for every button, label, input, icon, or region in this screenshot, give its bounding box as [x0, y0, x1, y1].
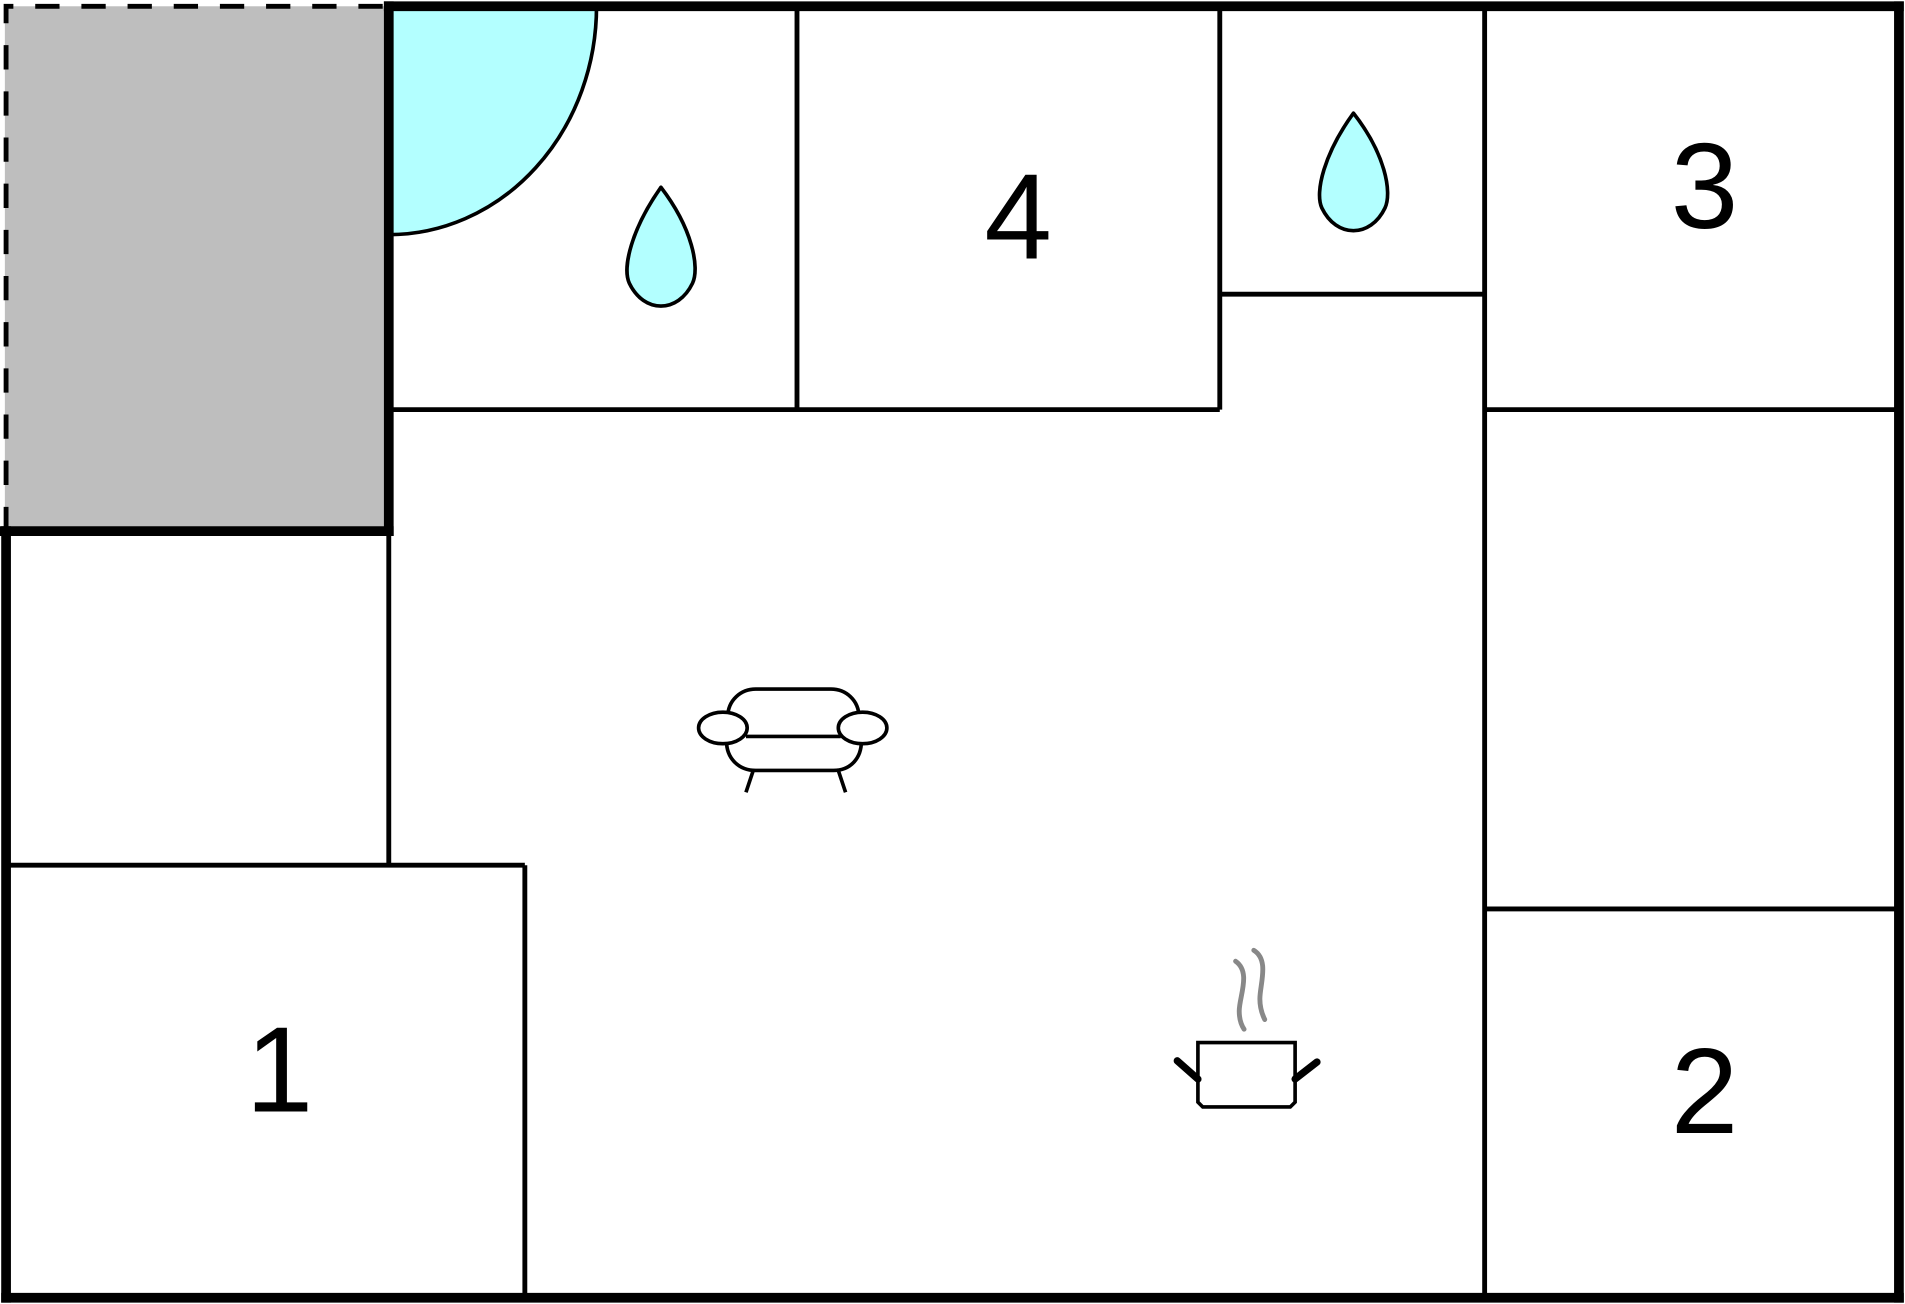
water-drop-icon: [1317, 111, 1390, 233]
cooking-pot-icon: [1173, 947, 1321, 1109]
interior-walls: [6, 6, 1898, 1298]
excluded-area-dashed-border: [3, 3, 389, 532]
room-label-2: 2: [1671, 1023, 1739, 1159]
room-label-1: 1: [246, 1001, 314, 1137]
room-label-3: 3: [1671, 118, 1739, 254]
room-label-4: 4: [984, 148, 1052, 284]
excluded-area: [4, 6, 389, 532]
water-drop-icon: [625, 185, 697, 308]
shower-area-icon: [386, 4, 599, 237]
sofa-icon: [696, 687, 889, 793]
